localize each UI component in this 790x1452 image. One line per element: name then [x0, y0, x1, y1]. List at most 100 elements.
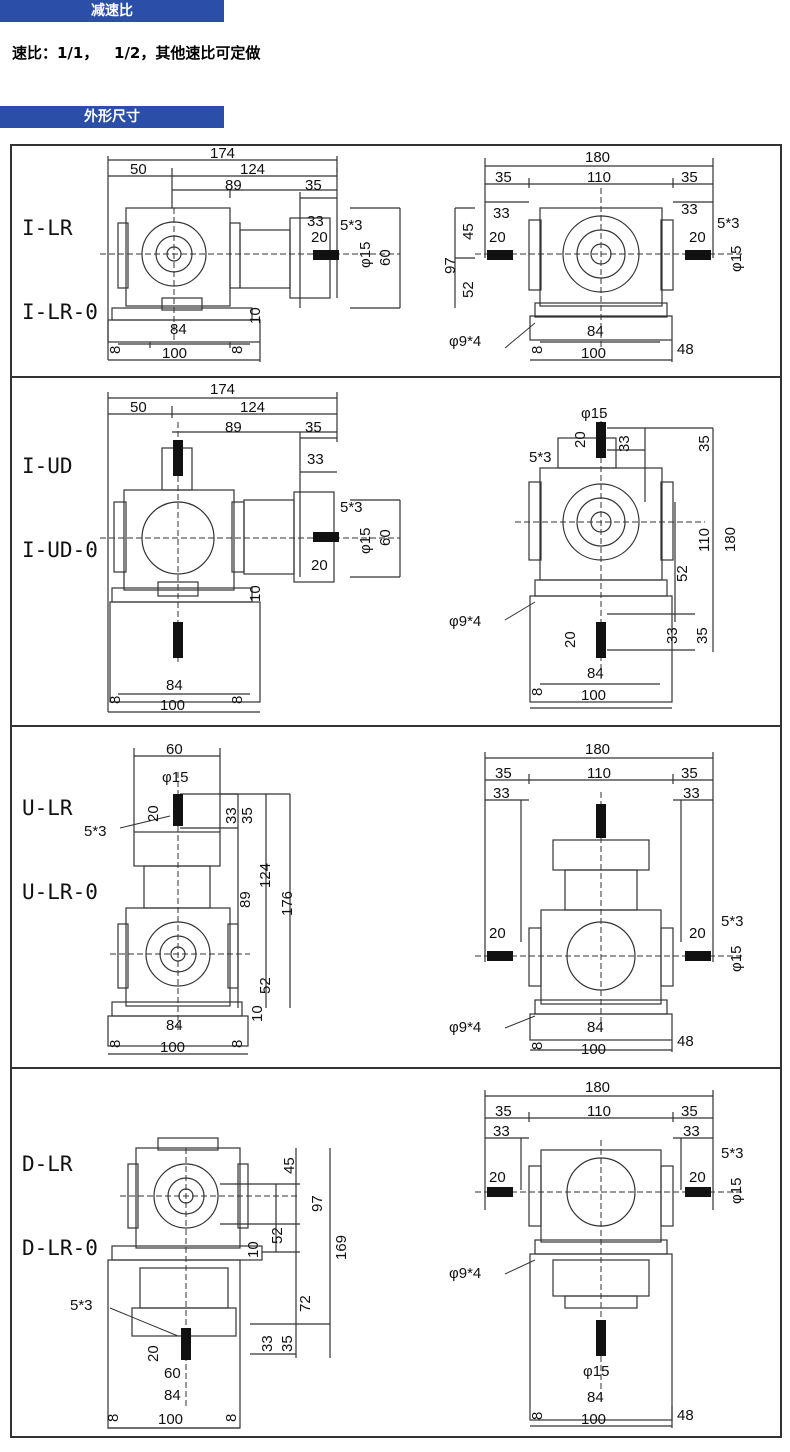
dim-20: 20 [689, 925, 706, 942]
dim-100: 100 [162, 345, 187, 362]
dim-124: 124 [257, 863, 274, 888]
dim-35: 35 [681, 169, 698, 186]
dim-20: 20 [489, 925, 506, 942]
dim-8: 8 [107, 346, 124, 354]
dim-33: 33 [259, 1335, 276, 1352]
dim-33: 33 [681, 201, 698, 218]
section-divider [10, 725, 782, 727]
dim-33: 33 [616, 435, 633, 452]
key-label: 5*3 [340, 499, 363, 516]
key-label: 5*3 [721, 1145, 744, 1162]
dim-84: 84 [166, 1017, 183, 1034]
dim-72: 72 [297, 1295, 314, 1312]
dim-48: 48 [677, 341, 694, 358]
dim-33: 33 [223, 807, 240, 824]
model-name-variant: D-LR-0 [22, 1236, 98, 1260]
dim-35: 35 [681, 1103, 698, 1120]
dim-35: 35 [495, 169, 512, 186]
dim-84: 84 [587, 323, 604, 340]
dim-180: 180 [722, 527, 739, 552]
dim-169: 169 [333, 1235, 350, 1260]
reduction-ratio-header: 减速比 [0, 0, 224, 22]
dim-8: 8 [223, 1414, 240, 1422]
dim-20: 20 [311, 557, 328, 574]
dim-8: 8 [229, 696, 246, 704]
dim-35: 35 [495, 1103, 512, 1120]
dim-84: 84 [164, 1387, 181, 1404]
model-name-variant: I-LR-0 [22, 300, 98, 324]
dim-60: 60 [164, 1365, 181, 1382]
dim-8: 8 [529, 688, 546, 696]
dim-52: 52 [269, 1227, 286, 1244]
dim-20: 20 [145, 805, 162, 822]
i-lr-front-view: 180 35 110 35 33 33 20 20 5*3 φ15 45 97 … [445, 149, 745, 362]
i-ud-side-view: 174 50 124 89 35 33 5*3 φ15 60 20 10 84 … [100, 382, 401, 714]
dim-97: 97 [445, 257, 459, 274]
model-label-u-lr: U-LR U-LR-0 [22, 738, 98, 934]
ratio-description: 速比：1/1， 1/2，其他速比可定做 [12, 44, 261, 62]
dim-180: 180 [585, 149, 610, 166]
shaft-label: φ15 [728, 1178, 745, 1204]
dim-180: 180 [585, 741, 610, 758]
dim-174: 174 [210, 382, 235, 398]
dim-100: 100 [581, 345, 606, 362]
dim-35: 35 [305, 419, 322, 436]
dim-20: 20 [562, 631, 579, 648]
model-label-i-lr: I-LR I-LR-0 [22, 158, 98, 354]
dim-84: 84 [170, 321, 187, 338]
dim-124: 124 [240, 399, 265, 416]
key-label: 5*3 [84, 823, 107, 840]
dim-20: 20 [689, 229, 706, 246]
d-lr-front-view: 180 35 110 35 33 33 5*3 20 20 φ15 φ9*4 φ… [449, 1080, 745, 1428]
dim-84: 84 [587, 1019, 604, 1036]
dim-8: 8 [229, 1040, 246, 1048]
dim-35: 35 [279, 1335, 296, 1352]
model-label-d-lr: D-LR D-LR-0 [22, 1094, 98, 1290]
dim-174: 174 [210, 148, 235, 162]
dim-100: 100 [581, 687, 606, 704]
model-name: U-LR [22, 796, 73, 820]
dim-8: 8 [229, 346, 246, 354]
holes-label: φ9*4 [449, 1265, 481, 1282]
dim-100: 100 [160, 1039, 185, 1056]
dim-33: 33 [683, 1123, 700, 1140]
dim-100: 100 [160, 697, 185, 714]
holes-label: φ9*4 [449, 613, 481, 630]
dim-89: 89 [225, 419, 242, 436]
dim-100: 100 [581, 1041, 606, 1058]
model-name-variant: I-UD-0 [22, 538, 98, 562]
section-divider [10, 376, 782, 378]
dim-20: 20 [145, 1345, 162, 1362]
model-name: D-LR [22, 1152, 73, 1176]
dim-35: 35 [696, 435, 713, 452]
i-lr-side-view: 174 50 124 89 35 33 20 5*3 60 φ15 10 84 … [100, 148, 401, 362]
dim-45: 45 [460, 223, 477, 240]
dim-100: 100 [158, 1411, 183, 1428]
key-label: 5*3 [70, 1297, 93, 1314]
shaft-label: φ15 [728, 946, 745, 972]
dim-100: 100 [581, 1411, 606, 1428]
dim-35: 35 [239, 807, 256, 824]
dim-84: 84 [587, 665, 604, 682]
shaft-label: φ15 [581, 405, 607, 422]
dim-110: 110 [587, 1103, 611, 1120]
key-label: 5*3 [721, 913, 744, 930]
dim-20: 20 [689, 1169, 706, 1186]
dim-84: 84 [166, 677, 183, 694]
dim-60: 60 [166, 741, 183, 758]
dim-52: 52 [257, 977, 274, 994]
dim-124: 124 [240, 161, 265, 178]
dim-110: 110 [587, 765, 611, 782]
dim-45: 45 [281, 1157, 298, 1174]
model-name: I-LR [22, 216, 73, 240]
dim-8: 8 [107, 1040, 124, 1048]
shaft-label: φ15 [583, 1363, 609, 1380]
shaft-label: φ15 [357, 528, 374, 554]
section-divider [10, 1067, 782, 1069]
dim-8: 8 [107, 696, 124, 704]
holes-label: φ9*4 [449, 333, 481, 350]
dim-48: 48 [677, 1407, 694, 1424]
dim-8: 8 [529, 1412, 546, 1420]
dim-176: 176 [279, 891, 296, 916]
dim-33: 33 [683, 785, 700, 802]
